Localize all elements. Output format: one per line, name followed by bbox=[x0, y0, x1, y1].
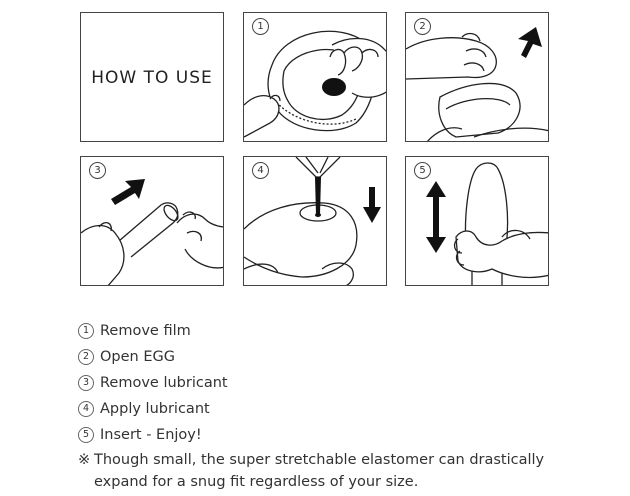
how-to-use-panel: HOW TO USE bbox=[80, 12, 224, 142]
step-5-number: 5 bbox=[414, 162, 431, 179]
step-text: Remove film bbox=[100, 323, 191, 339]
step-1-panel: 1 bbox=[243, 12, 387, 142]
step-list: 1 Remove film 2 Open EGG 3 Remove lubric… bbox=[78, 318, 548, 493]
step-3-panel: 3 bbox=[80, 156, 224, 286]
size-note: ※ Though small, the super stretchable el… bbox=[78, 449, 548, 493]
step-number: 3 bbox=[78, 375, 94, 391]
list-item: 1 Remove film bbox=[78, 318, 548, 344]
step-4-number: 4 bbox=[252, 162, 269, 179]
note-text: Though small, the super stretchable elas… bbox=[94, 449, 548, 493]
step-1-number: 1 bbox=[252, 18, 269, 35]
step-number: 2 bbox=[78, 349, 94, 365]
step-number: 5 bbox=[78, 427, 94, 443]
step-5-panel: 5 bbox=[405, 156, 549, 286]
list-item: 3 Remove lubricant bbox=[78, 370, 548, 396]
step-text: Open EGG bbox=[100, 349, 175, 365]
step-2-number: 2 bbox=[414, 18, 431, 35]
list-item: 2 Open EGG bbox=[78, 344, 548, 370]
step-4-panel: 4 bbox=[243, 156, 387, 286]
how-to-use-title: HOW TO USE bbox=[81, 68, 223, 88]
list-item: 4 Apply lubricant bbox=[78, 396, 548, 422]
step-number: 4 bbox=[78, 401, 94, 417]
note-mark: ※ bbox=[78, 449, 94, 493]
step-3-number: 3 bbox=[89, 162, 106, 179]
step-number: 1 bbox=[78, 323, 94, 339]
step-2-panel: 2 bbox=[405, 12, 549, 142]
step-text: Apply lubricant bbox=[100, 401, 210, 417]
step-text: Insert - Enjoy! bbox=[100, 427, 202, 443]
step-text: Remove lubricant bbox=[100, 375, 228, 391]
list-item: 5 Insert - Enjoy! bbox=[78, 422, 548, 448]
